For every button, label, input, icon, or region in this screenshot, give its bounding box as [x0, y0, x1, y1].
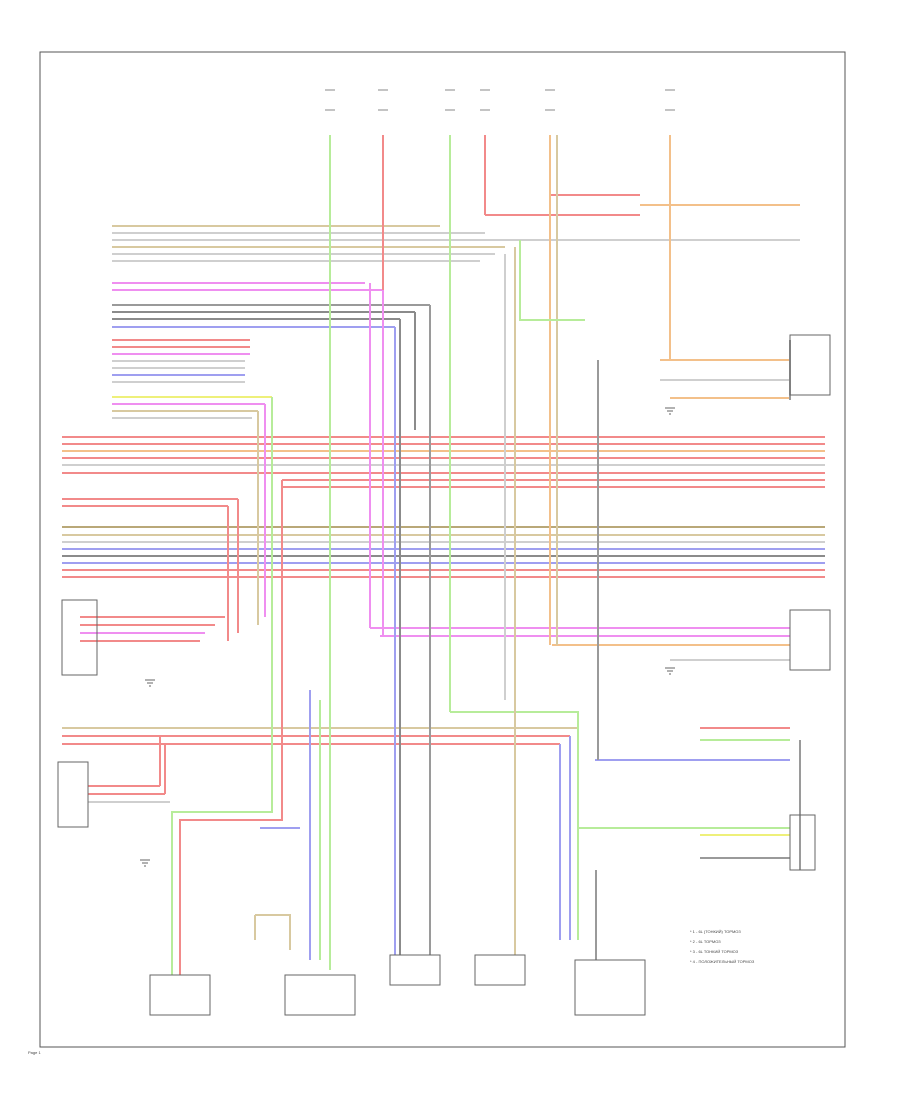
- legend-item-4: * 4 - ПОЛОЖИТЕЛЬНЫЙ ТОРМОЗ: [690, 959, 755, 964]
- shift-solenoid-box: [149, 974, 211, 1016]
- module-box-3: [789, 814, 816, 871]
- electronic-module-box: [61, 599, 98, 676]
- vertical-wires: [159, 135, 801, 975]
- page-footer: Page 1: [28, 1050, 41, 1055]
- ground-symbols: [140, 407, 675, 867]
- solenoid-module-box: [57, 761, 89, 828]
- control-module-box-1: [789, 334, 831, 396]
- brake-switch-box: [574, 959, 646, 1016]
- transmission-range-sensor: [284, 974, 356, 1016]
- diagram-frame: [39, 51, 846, 1048]
- legend-item-1: * 1 - 6L (ТОНКИЙ) ТОРМОЗ: [690, 929, 741, 934]
- pressure-sensor-box: [474, 954, 526, 986]
- horizontal-wires: [62, 194, 825, 859]
- components: [57, 334, 831, 1016]
- fuse-connectors: [325, 89, 675, 111]
- legend: * 1 - 6L (ТОНКИЙ) ТОРМОЗ * 2 - 6L ТОРМОЗ…: [690, 929, 755, 964]
- legend-item-2: * 2 - 6L ТОРМОЗ: [690, 939, 721, 944]
- control-module-box-2: [789, 609, 831, 671]
- speed-sensor-box: [389, 954, 441, 986]
- legend-item-3: * 3 - 6L ТОНКИЙ ТОРМОЗ: [690, 949, 739, 954]
